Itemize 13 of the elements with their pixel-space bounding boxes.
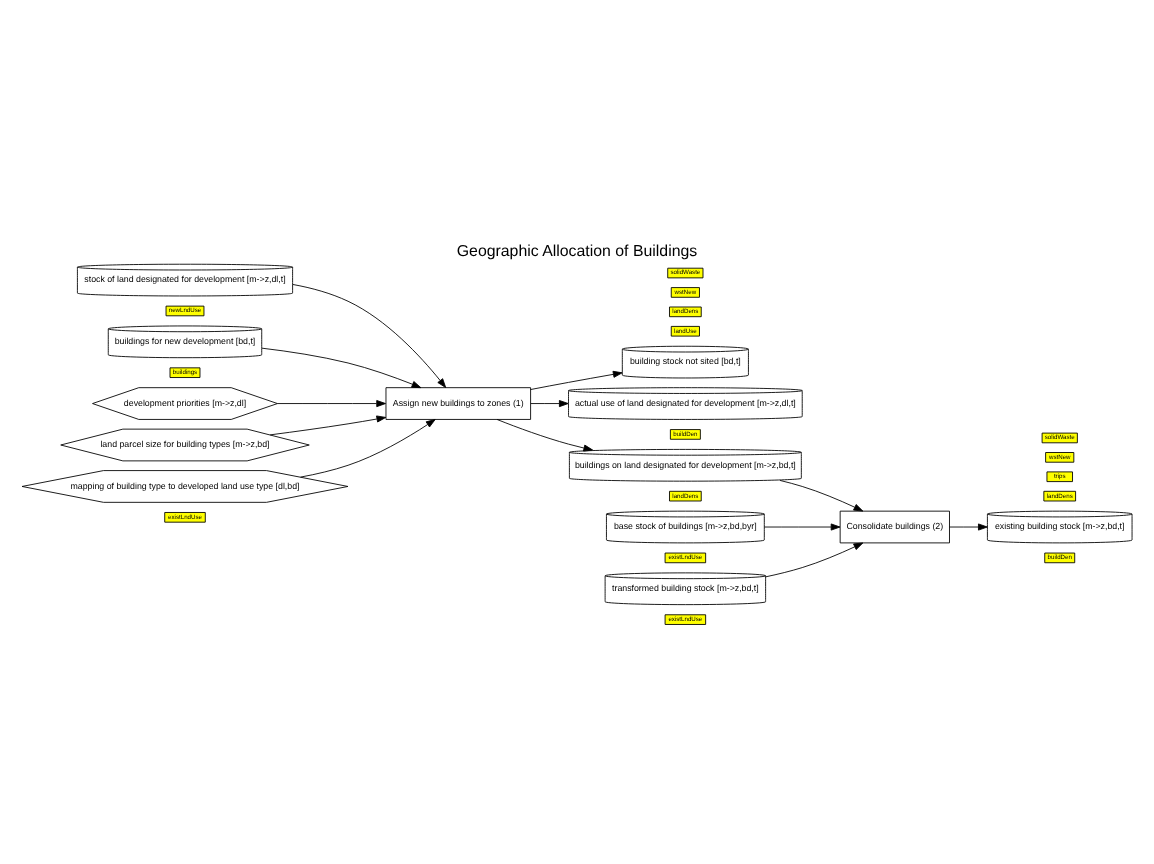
arrow bbox=[269, 415, 387, 436]
arrow bbox=[530, 400, 569, 408]
arrow bbox=[300, 419, 436, 478]
arrow bbox=[779, 480, 864, 512]
arrow bbox=[496, 419, 594, 452]
arrow bbox=[949, 523, 988, 531]
arrow bbox=[765, 542, 864, 578]
arrow bbox=[530, 370, 623, 390]
arrow bbox=[764, 523, 841, 531]
arrow bbox=[261, 347, 422, 389]
diagram-title: Geographic Allocation of Buildings bbox=[456, 241, 698, 260]
arrow bbox=[277, 400, 386, 408]
arrow bbox=[292, 284, 447, 388]
